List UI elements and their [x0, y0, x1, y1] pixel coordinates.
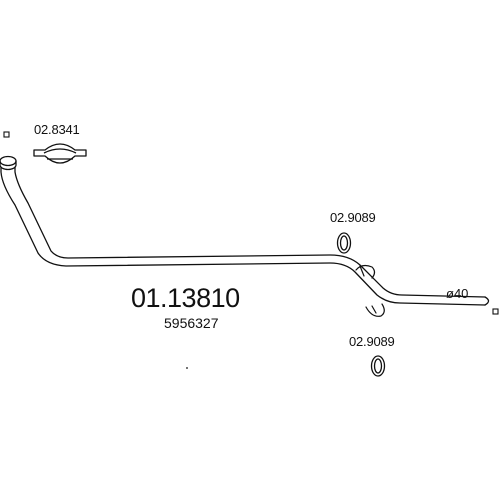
- ring-top-code-label: 02.9089: [330, 210, 376, 225]
- exhaust-pipe-icon: [0, 155, 490, 306]
- clamp-icon: [33, 143, 87, 164]
- oe-number: 5956327: [164, 315, 219, 331]
- hanger-bracket-icon: [355, 264, 385, 317]
- clamp-code-label: 02.8341: [34, 122, 80, 137]
- gasket-ring-icon: [336, 232, 352, 254]
- end-marker-icon: [3, 131, 10, 138]
- part-number: 01.13810: [131, 283, 240, 313]
- pipe-diameter-label: ø40: [446, 286, 469, 301]
- gasket-ring-icon: [370, 355, 386, 377]
- end-marker-icon: [492, 308, 499, 315]
- ring-bottom-code-label: 02.9089: [349, 334, 395, 349]
- stray-dot: [186, 367, 188, 369]
